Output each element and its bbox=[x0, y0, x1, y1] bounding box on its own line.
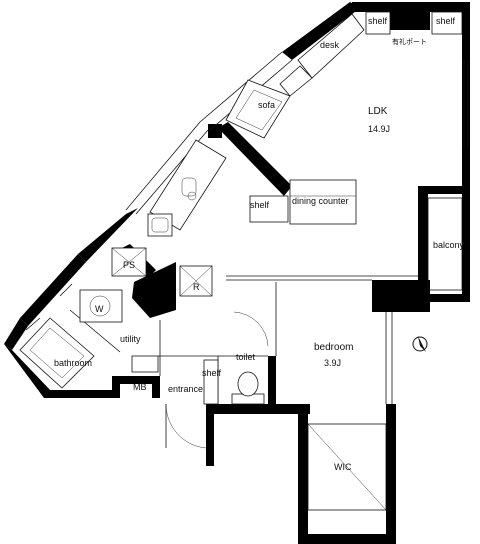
label-entrance: entrance bbox=[168, 384, 203, 394]
label-shelf-top-right: shelf bbox=[436, 16, 456, 26]
label-shelf-top-left: shelf bbox=[368, 16, 388, 26]
label-bathroom: bathroom bbox=[54, 358, 92, 368]
label-balcony: balcony bbox=[433, 240, 465, 250]
label-desk: desk bbox=[320, 40, 340, 50]
exterior-walls bbox=[4, 2, 470, 544]
label-r: R bbox=[193, 282, 200, 292]
label-shelf-kitchen: shelf bbox=[250, 200, 270, 210]
fixtures bbox=[19, 11, 463, 511]
label-wifi-port: 有礼ポート bbox=[392, 37, 427, 46]
label-utility: utility bbox=[120, 334, 141, 344]
north-arrow-icon bbox=[412, 336, 428, 352]
label-dining-counter: dining counter bbox=[292, 196, 349, 206]
label-ldk: LDK bbox=[368, 106, 388, 117]
room-labels: shelf shelf 有礼ポート desk sofa LDK 14.9J sh… bbox=[54, 16, 465, 472]
label-mb: MB bbox=[133, 382, 147, 392]
label-ps: PS bbox=[123, 260, 135, 270]
label-shelf-entrance: shelf bbox=[202, 368, 222, 378]
label-wic: WIC bbox=[334, 462, 352, 472]
label-bedroom-size: 3.9J bbox=[324, 358, 341, 368]
label-toilet: toilet bbox=[236, 352, 256, 362]
label-w: W bbox=[95, 304, 104, 314]
label-sofa: sofa bbox=[258, 100, 275, 110]
label-bedroom: bedroom bbox=[314, 342, 353, 353]
label-ldk-size: 14.9J bbox=[368, 124, 390, 134]
